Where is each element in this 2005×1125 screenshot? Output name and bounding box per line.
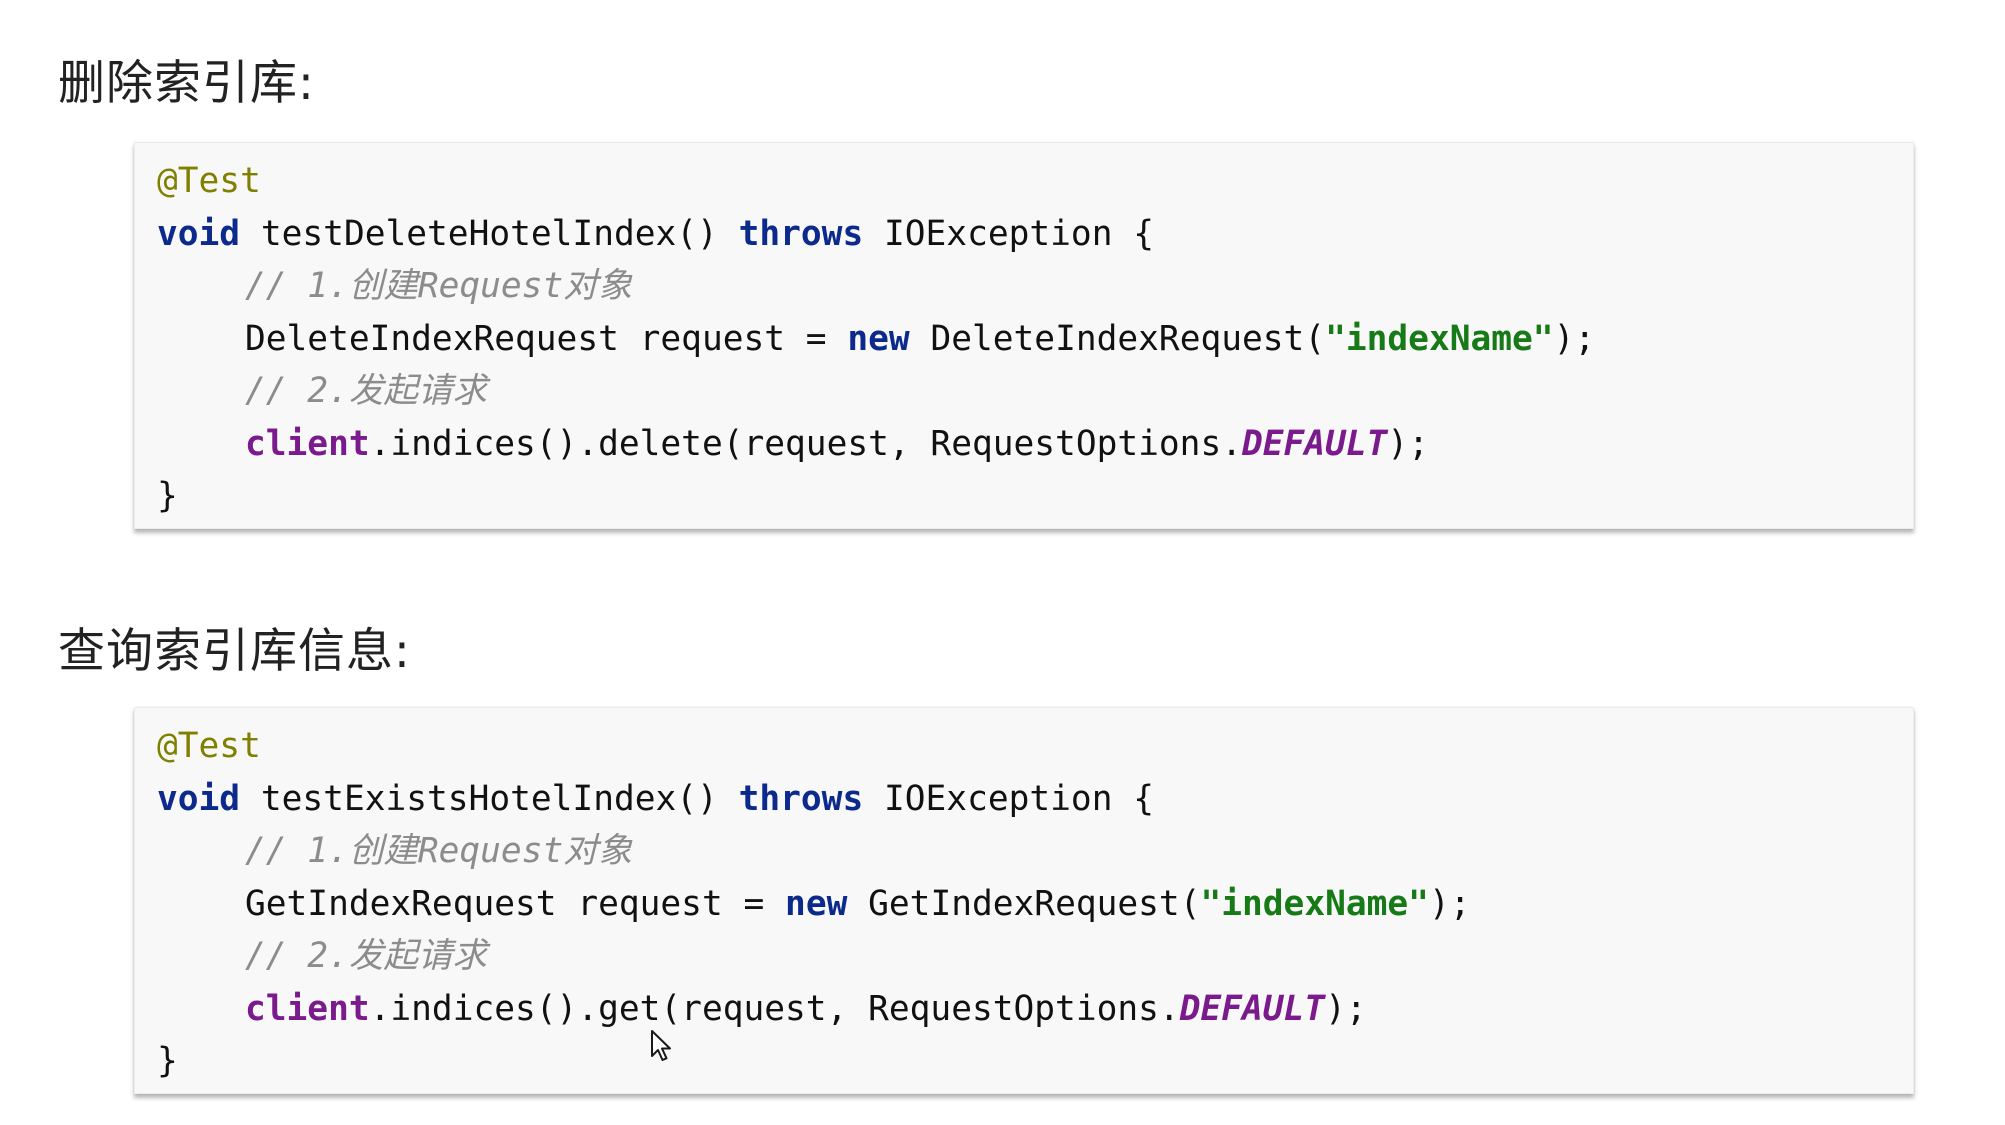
- method-chain: .indices().get(request, RequestOptions.: [369, 988, 1180, 1029]
- annotation-token: @Test: [157, 161, 261, 201]
- exception-type: IOException {: [863, 778, 1155, 819]
- code-line-close-brace: }: [157, 470, 1595, 523]
- keyword-void: void: [157, 778, 241, 819]
- code-line-comment-create: // 1.创建Request对象: [157, 260, 1595, 313]
- code-line-comment-send: // 2.发起请求: [157, 930, 1471, 983]
- comment-send-request: // 2.发起请求: [245, 371, 487, 411]
- section-heading-get-index: 查询索引库信息:: [58, 624, 411, 679]
- code-block-get-index: @Test void testExistsHotelIndex() throws …: [134, 707, 1914, 1094]
- request-declaration: GetIndexRequest request =: [245, 883, 786, 924]
- request-declaration: DeleteIndexRequest request =: [245, 318, 848, 359]
- code-line-client-call: client.indices().delete(request, Request…: [157, 418, 1595, 471]
- code-line-comment-create: // 1.创建Request对象: [157, 825, 1471, 878]
- comment-send-request: // 2.发起请求: [245, 936, 487, 976]
- keyword-throws: throws: [738, 213, 864, 254]
- constructor-call: GetIndexRequest(: [847, 883, 1201, 924]
- code-line-comment-send: // 2.发起请求: [157, 365, 1595, 418]
- code-content: @Test void testDeleteHotelIndex() throws …: [157, 155, 1595, 523]
- section-heading-delete-index: 删除索引库:: [58, 56, 315, 111]
- keyword-void: void: [157, 213, 241, 254]
- client-field: client: [245, 423, 370, 464]
- keyword-new: new: [847, 318, 910, 359]
- code-block-delete-index: @Test void testDeleteHotelIndex() throws …: [134, 142, 1914, 529]
- default-constant: DEFAULT: [1242, 423, 1388, 464]
- comment-create-request: // 1.创建Request对象: [245, 831, 633, 871]
- mouse-pointer-icon: [651, 1030, 671, 1061]
- index-name-string: "indexName": [1325, 318, 1554, 359]
- code-line-method-signature: void testExistsHotelIndex() throws IOExc…: [157, 773, 1471, 826]
- keyword-throws: throws: [738, 778, 864, 819]
- code-line-annotation: @Test: [157, 155, 1595, 208]
- exception-type: IOException {: [863, 213, 1155, 254]
- constructor-close: );: [1553, 318, 1596, 359]
- code-line-request: GetIndexRequest request = new GetIndexRe…: [157, 878, 1471, 931]
- code-line-annotation: @Test: [157, 720, 1471, 773]
- comment-create-request: // 1.创建Request对象: [245, 266, 633, 306]
- keyword-new: new: [785, 883, 848, 924]
- constructor-call: DeleteIndexRequest(: [909, 318, 1326, 359]
- code-line-client-call: client.indices().get(request, RequestOpt…: [157, 983, 1471, 1036]
- code-line-close-brace: }: [157, 1035, 1471, 1088]
- method-name: testDeleteHotelIndex(): [240, 213, 739, 254]
- client-field: client: [245, 988, 370, 1029]
- index-name-string: "indexName": [1200, 883, 1429, 924]
- annotation-token: @Test: [157, 726, 261, 766]
- code-line-request: DeleteIndexRequest request = new DeleteI…: [157, 313, 1595, 366]
- default-constant: DEFAULT: [1179, 988, 1326, 1029]
- constructor-close: );: [1428, 883, 1471, 924]
- method-name: testExistsHotelIndex(): [240, 778, 739, 819]
- code-content: @Test void testExistsHotelIndex() throws …: [157, 720, 1471, 1088]
- call-close: );: [1387, 423, 1429, 464]
- closing-brace: }: [157, 476, 178, 516]
- method-chain: .indices().delete(request, RequestOption…: [369, 423, 1242, 464]
- code-line-method-signature: void testDeleteHotelIndex() throws IOExc…: [157, 208, 1595, 261]
- closing-brace: }: [157, 1041, 178, 1081]
- call-close: );: [1325, 988, 1367, 1029]
